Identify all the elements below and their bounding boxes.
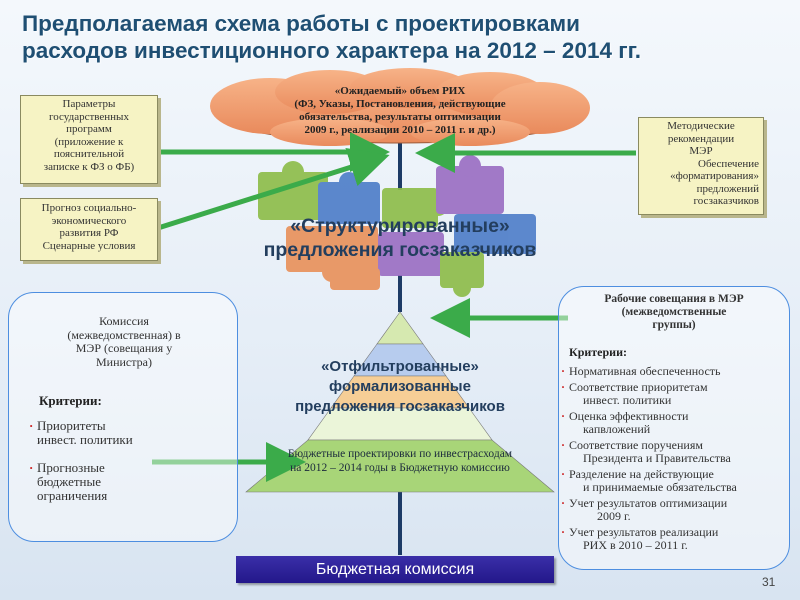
cloud-line: (ФЗ, Указы, Постановления, действующие [294, 98, 506, 110]
right-working-groups-panel: Рабочие совещания в МЭР (межведомственны… [558, 286, 790, 570]
title-line-2: расходов инвестиционного характера на 20… [22, 38, 641, 63]
right-criteria-label: Критерии: [569, 345, 628, 359]
left-criterion: · Приоритеты инвест. политики [29, 418, 133, 447]
right-panel-header: Рабочие совещания в МЭР (межведомственны… [604, 293, 744, 331]
left-commission-panel: Комиссия (межведомственная) в МЭР (совещ… [8, 292, 238, 542]
cloud-line: обязательства, результаты оптимизации [299, 111, 501, 123]
cloud-line: 2009 г., реализации 2010 – 2011 г. и др.… [304, 124, 496, 136]
budget-commission-box: Бюджетная комиссия [236, 556, 554, 583]
left-panel-header: Комиссия (межведомственная) в МЭР (совещ… [67, 314, 181, 369]
note-methodology-sub: Обеспечение «форматирования» предложений… [670, 157, 759, 208]
structured-proposals-label: «Структурированные» предложения госзаказ… [263, 215, 537, 261]
note-forecast: Прогноз социально- экономического развит… [20, 198, 158, 261]
pyramid-graphic [245, 311, 555, 493]
puzzle-graphic [258, 155, 536, 297]
left-criteria-list: · Приоритеты инвест. политики · Прогнозн… [29, 419, 133, 503]
arrow-forecast-to-cloud [157, 147, 390, 231]
left-criterion: · Прогнозные бюджетные ограничения [29, 460, 108, 503]
note-methodology: Методические рекомендации МЭР Обеспечени… [638, 117, 764, 215]
right-criteria-list: ·Нормативная обеспеченность ·Соответстви… [561, 365, 785, 555]
right-criterion: ·Нормативная обеспеченность [561, 364, 721, 378]
budget-projections-label: Бюджетные проектировки по инвестрасходам… [287, 448, 513, 474]
page-title: Предполагаемая схема работы с проектиров… [22, 10, 782, 64]
filtered-proposals-label: «Отфильтрованные» формализованные предло… [295, 358, 505, 415]
left-criteria-label: Критерии: [39, 393, 102, 408]
note-program-params: Параметры государственных программ (прил… [20, 95, 158, 184]
cloud-text: «Ожидаемый» объем РИХ (ФЗ, Указы, Постан… [228, 85, 572, 137]
page-number: 31 [762, 575, 776, 589]
title-line-1: Предполагаемая схема работы с проектиров… [22, 11, 580, 36]
cloud-line: «Ожидаемый» объем РИХ [334, 85, 466, 97]
flow-arrows [152, 132, 636, 482]
